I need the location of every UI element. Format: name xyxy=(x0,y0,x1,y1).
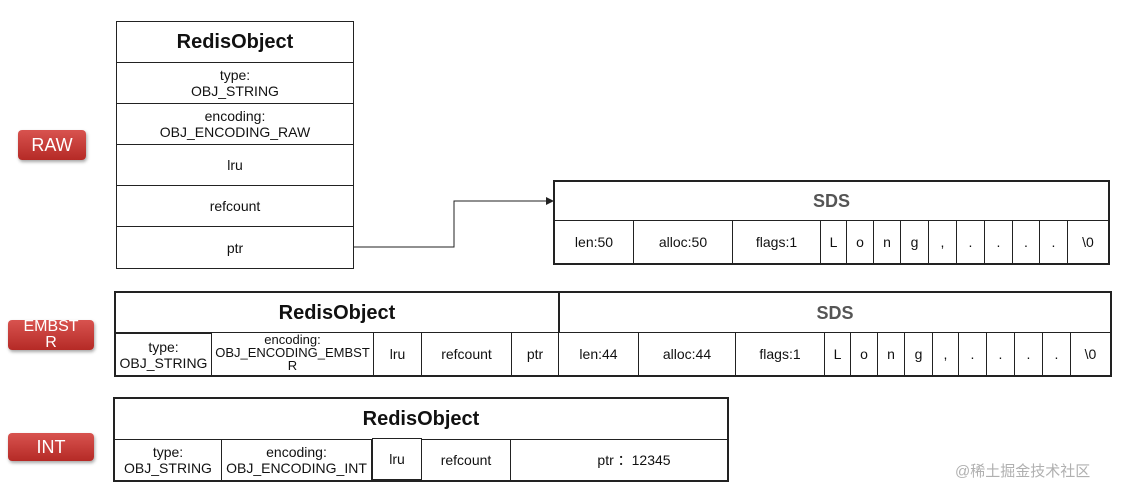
embstr-sds-char: . xyxy=(987,333,1015,375)
int-object-ptr: ptr ：12345 xyxy=(511,440,727,480)
int-object-title: RedisObject xyxy=(115,399,727,440)
embstr-sds-alloc: alloc:44 xyxy=(639,333,736,375)
embstr-sds-char: , xyxy=(933,333,959,375)
embstr-sds-char: \0 xyxy=(1071,333,1110,375)
raw-sds-char: , xyxy=(929,221,957,263)
int-object-type: type: OBJ_STRING xyxy=(115,440,222,480)
int-label: INT xyxy=(8,433,94,461)
raw-object-title: RedisObject xyxy=(117,22,353,63)
raw-sds-len: len:50 xyxy=(555,221,634,263)
raw-sds-char: . xyxy=(1040,221,1068,263)
raw-object-lru: lru xyxy=(117,145,353,186)
raw-label: RAW xyxy=(18,130,86,160)
embstr-sds-title: SDS xyxy=(560,293,1110,333)
raw-sds-title: SDS xyxy=(555,182,1108,221)
raw-sds-char: . xyxy=(957,221,985,263)
embstr-sds-char: . xyxy=(1015,333,1043,375)
embstr-object-lru: lru xyxy=(374,333,422,375)
embstr-object-ptr: ptr xyxy=(512,333,559,375)
raw-object-ptr: ptr xyxy=(117,227,353,268)
raw-sds-alloc: alloc:50 xyxy=(634,221,733,263)
embstr-header-divider xyxy=(558,293,560,334)
raw-sds-flags: flags:1 xyxy=(733,221,821,263)
raw-object-encoding: encoding: OBJ_ENCODING_RAW xyxy=(117,104,353,145)
int-object-encoding: encoding: OBJ_ENCODING_INT xyxy=(222,440,372,480)
embstr-object-encoding: encoding: OBJ_ENCODING_EMBST R xyxy=(212,333,374,375)
embstr-sds-char: . xyxy=(959,333,987,375)
raw-sds-char: . xyxy=(985,221,1013,263)
embstr-sds-char: g xyxy=(905,333,933,375)
embstr-object-type: type: OBJ_STRING xyxy=(116,333,212,375)
embstr-sds-char: L xyxy=(825,333,851,375)
embstr-sds-char: . xyxy=(1043,333,1071,375)
raw-object-refcount: refcount xyxy=(117,186,353,227)
raw-sds-char: \0 xyxy=(1068,221,1108,263)
embstr-sds-len: len:44 xyxy=(559,333,639,375)
embstr-sds-char: n xyxy=(878,333,905,375)
watermark: @稀土掘金技术社区 xyxy=(955,463,1091,480)
raw-sds-char: g xyxy=(901,221,929,263)
raw-sds-char: L xyxy=(821,221,847,263)
embstr-sds-char: o xyxy=(851,333,878,375)
embstr-object-title: RedisObject xyxy=(116,293,558,333)
embstr-label: EMBST R xyxy=(8,319,94,351)
embstr-sds-flags: flags:1 xyxy=(736,333,825,375)
raw-sds-char: . xyxy=(1013,221,1040,263)
raw-object-type: type: OBJ_STRING xyxy=(117,63,353,104)
int-object-lru: lru xyxy=(372,438,422,480)
int-object-refcount: refcount xyxy=(422,440,511,480)
raw-sds-char: o xyxy=(847,221,874,263)
raw-sds-char: n xyxy=(874,221,901,263)
embstr-object-refcount: refcount xyxy=(422,333,512,375)
